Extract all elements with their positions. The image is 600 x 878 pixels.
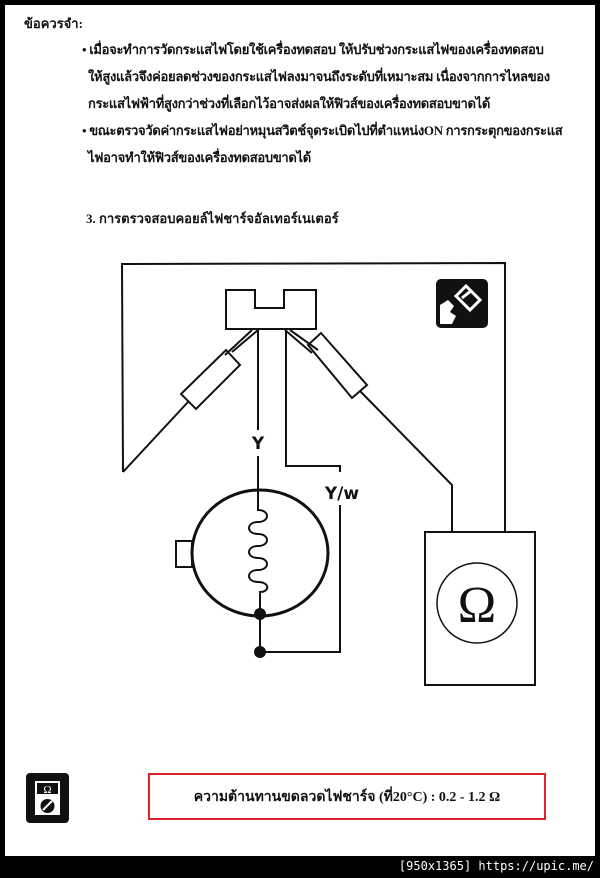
meter-lead-wire-right	[359, 390, 453, 532]
image-host-footer: [950x1365] https://upic.me/	[398, 859, 594, 873]
note-bullet-1-line-1: • เมื่อจะทำการวัดกระแสไฟโดยใช้เครื่องทดส…	[82, 42, 544, 57]
resistance-spec-box: ความต้านทานขดลวดไฟชาร์จ (ที่20°C) : 0.2 …	[148, 773, 546, 820]
junction-dot	[254, 608, 266, 620]
note-bullet-2-line-2: ไฟอาจทำให้ฟิวส์ของเครื่องทดสอบขาดได้	[88, 150, 311, 165]
resistance-spec-text: ความต้านทานขดลวดไฟชาร์จ (ที่20°C) : 0.2 …	[193, 789, 501, 805]
charging-coil	[248, 490, 269, 612]
section-title: 3. การตรวจสอบคอยล์ไฟชาร์จอัลเทอร์เนเตอร์	[86, 211, 339, 226]
disconnect-connector-icon	[436, 279, 488, 328]
notes-body: • เมื่อจะทำการวัดกระแสไฟโดยใช้เครื่องทดส…	[82, 42, 582, 177]
meter-omega-symbol: Ω	[458, 577, 497, 634]
note-bullet-2-line-1: • ขณะตรวจวัดค่ากระแสไฟอย่าหมุนสวิตช์จุดร…	[82, 123, 563, 138]
coupler-connector	[225, 289, 317, 330]
note-bullet-1-line-2: ให้สูงแล้วจึงค่อยลดช่วงของกระแสไฟลงมาจนถ…	[88, 69, 550, 84]
note-heading: ข้อควรจำ:	[24, 16, 83, 31]
right-probe	[306, 331, 369, 400]
ohmmeter-icon: Ω	[26, 773, 69, 823]
junction-dot	[254, 646, 266, 658]
wire-label-y: Y	[251, 434, 265, 454]
svg-text:Ω: Ω	[43, 784, 51, 796]
note-bullet-1-line-3: กระแสไฟฟ้าที่สูงกว่าช่วงที่เลือกไว้อาจส่…	[88, 96, 491, 111]
meter-lead-wire-left	[120, 261, 506, 532]
wire-yw	[285, 330, 341, 472]
left-probe	[179, 348, 242, 411]
wire-label-yw: Y/w	[324, 484, 360, 504]
document-page	[5, 5, 595, 856]
ohmmeter	[424, 531, 536, 686]
